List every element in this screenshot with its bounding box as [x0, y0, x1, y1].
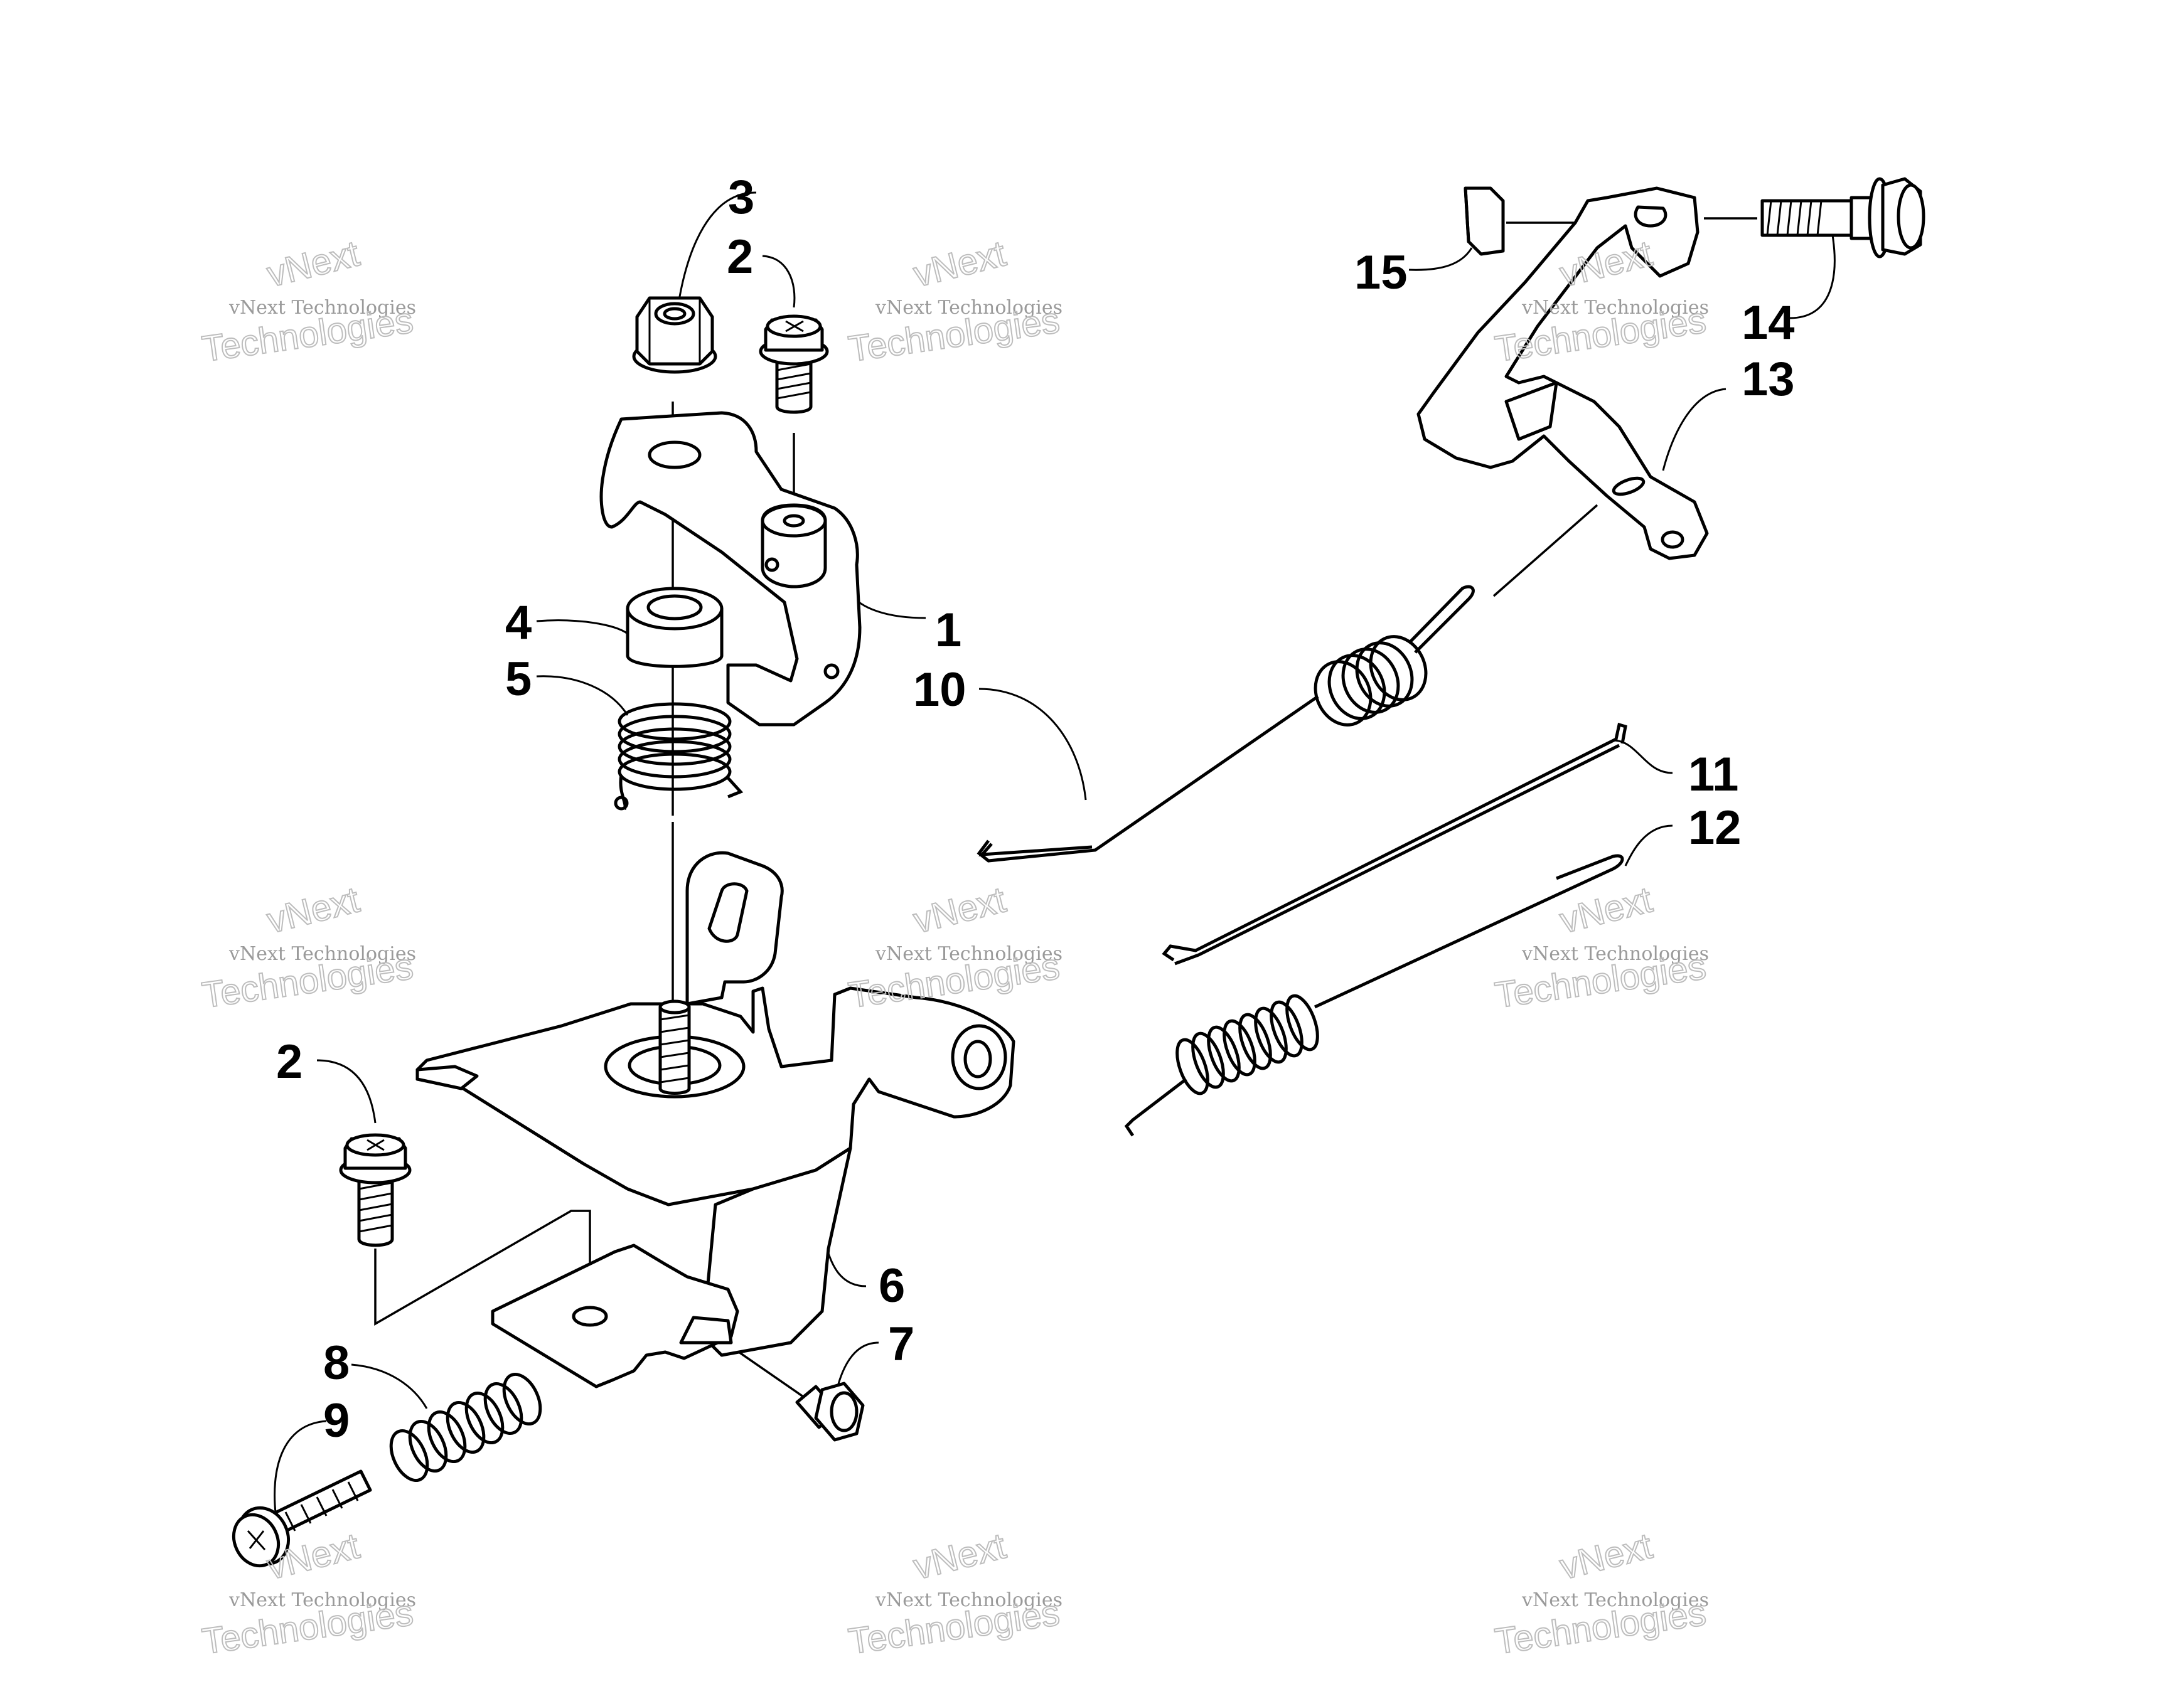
watermark-8: vNext vNext Technologies Technologies [845, 1525, 1063, 1663]
part-3-flange-nut [632, 296, 717, 374]
watermark-text: vNext Technologies [228, 297, 416, 319]
watermark-text: vNext Technologies [1521, 943, 1709, 965]
callout-5: 5 [505, 653, 532, 706]
watermark-brand: vNext [1556, 1525, 1656, 1587]
callout-12: 12 [1688, 801, 1742, 855]
watermark-brand: vNext [909, 879, 1010, 941]
callout-8: 8 [323, 1336, 350, 1390]
part-14-flange-bolt [1760, 177, 1925, 258]
part-2-screw-top [759, 314, 829, 414]
callout-6: 6 [879, 1259, 905, 1313]
callout-7: 7 [888, 1318, 914, 1371]
part-4-bushing [626, 587, 724, 668]
watermark-text: vNext Technologies [1521, 1589, 1709, 1611]
part-9-pan-screw [232, 1469, 372, 1568]
part-5-torsion-spring [614, 702, 744, 811]
callout-10: 10 [913, 663, 966, 716]
part-7-small-screw [795, 1382, 865, 1442]
watermark-7: vNext vNext Technologies Technologies [199, 1525, 416, 1663]
watermark-brand: vNext [263, 233, 363, 295]
watermark-2: vNext vNext Technologies Technologies [845, 232, 1063, 370]
watermark-text: vNext Technologies [228, 1589, 416, 1611]
part-12-spring-hook [1124, 854, 1624, 1137]
callout-4: 4 [505, 596, 532, 649]
watermark-text: vNext Technologies [1521, 297, 1709, 319]
callout-2-top: 2 [727, 230, 753, 284]
watermark-4: vNext vNext Technologies Technologies [199, 878, 416, 1016]
callout-14: 14 [1742, 296, 1795, 349]
watermark-1: vNext vNext Technologies Technologies [199, 232, 416, 370]
watermark-text: vNext Technologies [875, 1589, 1063, 1611]
watermark-text: vNext Technologies [875, 297, 1063, 319]
watermark-brand: vNext [909, 233, 1010, 295]
part-10-spring-rod [977, 585, 1475, 863]
leader-lines [274, 191, 1836, 1519]
callout-2-left: 2 [276, 1035, 302, 1089]
part-13-arm-lever [1416, 186, 1709, 560]
part-1-lever [599, 411, 862, 727]
watermark-brand: vNext [909, 1525, 1010, 1587]
part-8-compression-spring [389, 1372, 542, 1483]
callout-15: 15 [1354, 246, 1408, 299]
watermark-5: vNext vNext Technologies Technologies [845, 878, 1063, 1016]
callout-labels: 1 2 2 3 4 5 6 7 8 9 10 11 12 13 14 15 [276, 171, 1795, 1447]
watermark-6: vNext vNext Technologies Technologies [1492, 878, 1709, 1016]
callout-1: 1 [935, 604, 961, 657]
watermark-brand: vNext [263, 879, 363, 941]
part-15-square-nut [1464, 186, 1505, 256]
callout-11: 11 [1688, 748, 1738, 801]
part-6-bracket [415, 851, 1015, 1388]
part-2-screw-left [339, 1133, 412, 1247]
callout-3: 3 [728, 171, 754, 224]
watermark-9: vNext vNext Technologies Technologies [1492, 1525, 1709, 1663]
part-11-link-rod [1162, 722, 1627, 966]
callout-9: 9 [323, 1394, 350, 1447]
watermark-text: vNext Technologies [875, 943, 1063, 965]
callout-13: 13 [1742, 353, 1795, 406]
watermark-text: vNext Technologies [228, 943, 416, 965]
